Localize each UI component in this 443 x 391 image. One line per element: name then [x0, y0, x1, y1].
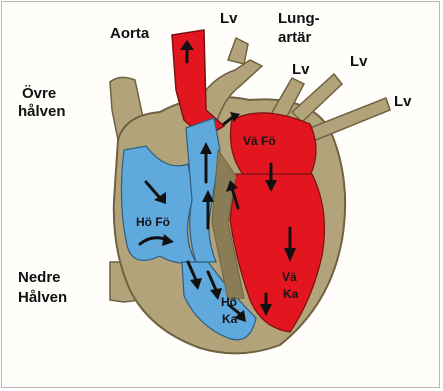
pulmonary-vein-left [228, 38, 248, 64]
label-ovre-halven-1: Övre [22, 85, 56, 102]
label-va-ka-2: Ka [283, 287, 299, 301]
label-lv-right-1: Lv [292, 61, 310, 78]
label-nedre-halven-1: Nedre [18, 269, 61, 286]
label-ho-ka-2: Ka [222, 312, 238, 326]
label-ho-ka-1: Hö [221, 295, 237, 309]
label-lv-top-left: Lv [220, 10, 238, 27]
label-ho-fo: Hö Fö [136, 215, 170, 229]
label-lung-artar-1: Lung- [278, 10, 320, 27]
label-lv-right-3: Lv [394, 93, 412, 110]
label-va-fo: Vä Fö [243, 134, 276, 148]
label-ovre-halven-2: hålven [18, 103, 66, 120]
label-nedre-halven-2: Hålven [18, 289, 67, 306]
label-aorta: Aorta [110, 25, 150, 42]
label-va-ka-1: Vä [282, 270, 297, 284]
label-lung-artar-2: artär [278, 29, 312, 46]
label-lv-right-2: Lv [350, 53, 368, 70]
